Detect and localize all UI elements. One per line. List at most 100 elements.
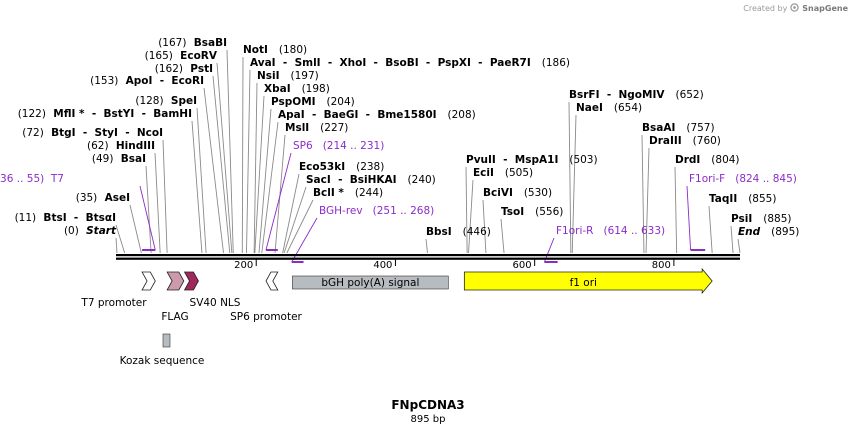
site-label: BbsI (446) — [426, 226, 491, 238]
site-position: (556) — [535, 206, 563, 218]
tick-label: 200 — [234, 260, 253, 271]
site-line — [115, 237, 118, 254]
enzyme-name: DraIII — [649, 135, 693, 147]
site-label: TaqII (855) — [709, 193, 776, 205]
site-position: (503) — [569, 154, 597, 166]
backbone — [116, 254, 740, 260]
site-position: (855) — [748, 193, 776, 205]
site-label: BciVI (530) — [483, 187, 552, 199]
site-label: (11) BtsI - BtsαI — [15, 212, 116, 224]
site-lines — [115, 49, 741, 254]
primer-layer — [139, 152, 706, 263]
feature-label: Kozak sequence — [120, 355, 205, 367]
primer-line — [686, 185, 692, 251]
site-position: (760) — [693, 135, 721, 147]
site-position: (128) — [135, 95, 163, 107]
site-label: End (895) — [738, 226, 799, 238]
enzyme-name: TsoI — [501, 206, 535, 218]
site-label: PspOMI (204) — [271, 96, 355, 108]
site-label: BclI * (244) — [313, 187, 383, 199]
primer-label: F1ori-F (824 .. 845) — [689, 173, 797, 185]
enzyme-name: PspOMI — [271, 96, 327, 108]
primer-line — [265, 152, 292, 251]
enzyme-name: NsiI — [257, 70, 291, 82]
enzyme-name: TaqII — [709, 193, 748, 205]
site-line — [191, 120, 203, 254]
site-label: BsrFI - NgoMIV (652) — [569, 89, 704, 101]
site-label: (35) AseI — [76, 192, 130, 204]
enzyme-name: SpeI — [164, 95, 197, 107]
site-label: TsoI (556) — [501, 206, 563, 218]
site-line — [216, 62, 233, 254]
site-line — [241, 56, 244, 254]
enzyme-name: BclI * — [313, 187, 355, 199]
site-line — [645, 147, 650, 254]
site-position: (757) — [686, 122, 714, 134]
enzyme-name: HindIII — [109, 140, 155, 152]
site-position: (62) — [87, 140, 109, 152]
site-position: (165) — [145, 50, 173, 62]
site-line — [571, 114, 577, 254]
site-line — [212, 75, 231, 254]
enzyme-name: BtsI - BtsαI — [36, 212, 116, 224]
site-position: (0) — [64, 225, 79, 237]
enzyme-name: PstI — [183, 63, 213, 75]
site-line — [465, 166, 468, 254]
site-label: DraIII (760) — [649, 135, 721, 147]
site-line — [425, 238, 428, 254]
enzyme-name: SacI - BsiHKAI — [306, 174, 408, 186]
site-line — [254, 95, 265, 254]
site-position: (180) — [279, 44, 307, 56]
feature-label: bGH poly(A) signal — [321, 277, 419, 289]
feature-arrow — [141, 271, 156, 291]
site-line — [674, 166, 678, 254]
site-label: (49) BsaI — [92, 153, 146, 165]
site-position: (505) — [505, 167, 533, 179]
site-position: (162) — [155, 63, 183, 75]
site-position: (895) — [771, 226, 799, 238]
feature-arrow — [265, 271, 279, 291]
site-line — [468, 179, 474, 254]
site-position: (238) — [356, 161, 384, 173]
enzyme-name: EciI — [473, 167, 505, 179]
enzyme-name: Eco53kI — [299, 161, 356, 173]
site-label: (72) BtgI - StyI - NcoI — [22, 127, 163, 139]
primer-label: SP6 (214 .. 231) — [293, 140, 384, 152]
feature-label: T7 promoter — [80, 297, 147, 309]
feature-label: SP6 promoter — [230, 311, 302, 323]
site-label: (153) ApoI - EcoRI — [90, 75, 204, 87]
site-line — [258, 108, 272, 254]
site-label: NotI (180) — [243, 44, 307, 56]
site-line — [162, 139, 168, 254]
site-label: BsaAI (757) — [642, 122, 715, 134]
site-label: (62) HindIII — [87, 140, 155, 152]
enzyme-name: EcoRV — [173, 50, 218, 62]
site-line — [730, 225, 734, 254]
enzyme-name: ApaI - BaeGI - Bme1580I — [278, 109, 448, 121]
site-line — [737, 238, 741, 254]
snapgene-logo-icon — [790, 3, 800, 14]
backbone-bottom-strand — [116, 257, 740, 260]
enzyme-name: NaeI — [576, 102, 614, 114]
feature-arrow — [183, 271, 199, 291]
backbone-top-strand — [116, 254, 740, 257]
site-label: NsiI (197) — [257, 70, 319, 82]
feature-arrow — [166, 271, 185, 291]
feature-arrow — [463, 267, 713, 295]
enzyme-name: BtgI - StyI - NcoI — [44, 127, 163, 139]
site-line — [500, 218, 505, 254]
site-position: (804) — [711, 154, 739, 166]
enzyme-name: ApoI - EcoRI — [118, 75, 204, 87]
map-title: FNpCDNA3 — [391, 398, 464, 412]
site-position: (49) — [92, 153, 114, 165]
site-line — [283, 186, 307, 254]
site-position: (122) — [18, 108, 46, 120]
enzyme-name: BciVI — [483, 187, 524, 199]
feature-label: FLAG — [161, 311, 188, 323]
primer-line — [139, 185, 156, 251]
site-label: (0) Start — [64, 225, 117, 237]
enzyme-name: AseI — [97, 192, 130, 204]
